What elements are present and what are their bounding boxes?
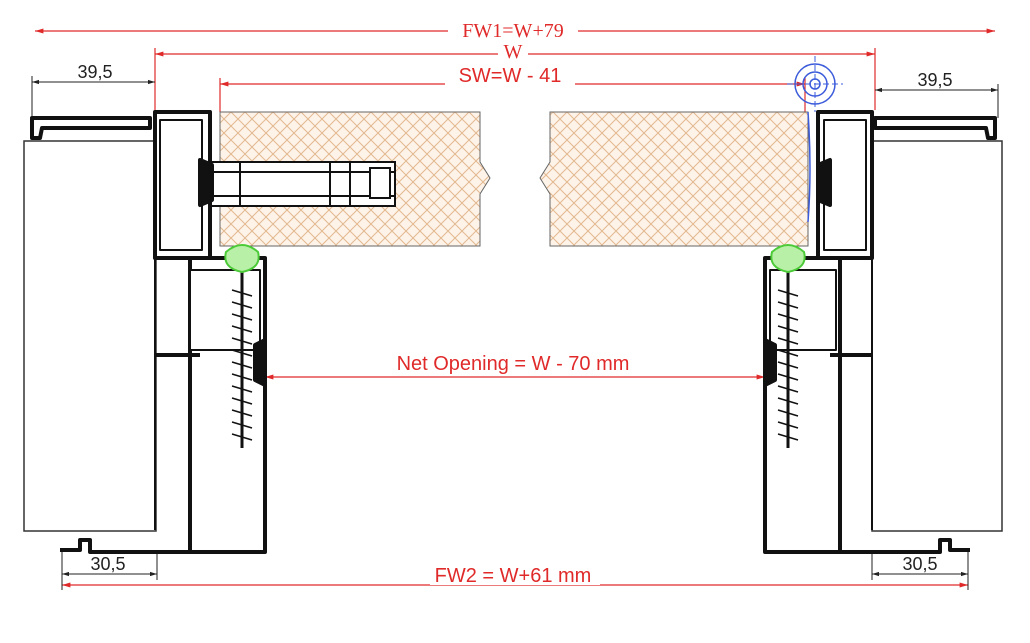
fw1-label: FW1=W+79 [462,20,563,42]
lock-mechanism [174,161,396,207]
right-frame-profile [763,110,997,554]
left-top-dim-label: 39,5 [77,62,112,82]
right-wall-panel [871,140,1003,532]
right-screw [777,262,799,448]
net-opening-label: Net Opening = W - 70 mm [397,353,630,375]
small-dimension-lines [31,76,999,590]
hinge-axis-icon [787,56,843,223]
right-top-dim-label: 39,5 [917,70,952,90]
w-label: W [504,41,523,63]
wall-panels [23,140,1003,532]
fw2-label: FW2 = W+61 mm [435,565,592,587]
left-screw [231,262,253,448]
left-wall-panel [23,140,157,532]
door-leaf-right-part [539,111,809,247]
right-gasket [770,244,806,274]
right-bottom-dim-label: 30,5 [902,554,937,574]
left-gasket [224,244,260,274]
sw-label: SW=W - 41 [459,65,562,87]
left-bottom-dim-label: 30,5 [90,554,125,574]
